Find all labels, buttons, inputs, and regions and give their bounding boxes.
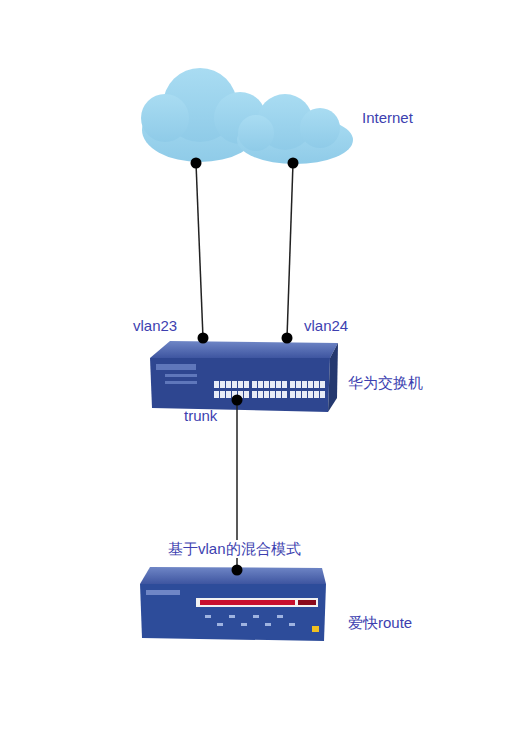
port <box>308 391 313 398</box>
port <box>270 391 275 398</box>
port <box>320 381 325 388</box>
port <box>264 391 269 398</box>
switch-node: 华为交换机 <box>146 338 429 400</box>
led <box>277 615 283 618</box>
led <box>253 615 259 618</box>
port <box>308 381 313 388</box>
router-device <box>140 567 326 641</box>
device-label: Internet <box>362 109 413 127</box>
port <box>232 381 237 388</box>
port <box>282 381 287 388</box>
port <box>320 391 325 398</box>
cloud-shape <box>141 68 353 164</box>
link-label: trunk <box>182 407 219 425</box>
led <box>241 623 247 626</box>
led <box>217 623 223 626</box>
port <box>220 391 225 398</box>
port <box>282 391 287 398</box>
port <box>314 381 319 388</box>
link-label: vlan23 <box>131 317 179 335</box>
port <box>244 391 249 398</box>
led <box>205 615 211 618</box>
led <box>289 623 295 626</box>
port <box>252 391 257 398</box>
cloud-node: Internet <box>135 60 419 163</box>
port <box>296 381 301 388</box>
port <box>314 391 319 398</box>
port <box>226 381 231 388</box>
led <box>265 623 271 626</box>
port <box>264 381 269 388</box>
device-label: 爱快route <box>348 614 412 632</box>
port-dot <box>232 565 243 576</box>
led <box>229 615 235 618</box>
port <box>290 381 295 388</box>
port-dot <box>282 333 293 344</box>
port <box>238 381 243 388</box>
port <box>270 381 275 388</box>
port <box>290 391 295 398</box>
port <box>244 381 249 388</box>
port <box>226 391 231 398</box>
device-label: 华为交换机 <box>348 374 423 392</box>
port <box>276 381 281 388</box>
port <box>258 381 263 388</box>
port-dot <box>191 158 202 169</box>
port <box>258 391 263 398</box>
port <box>302 381 307 388</box>
port <box>276 391 281 398</box>
router-node: 爱快route <box>136 570 418 642</box>
link-label: vlan24 <box>302 317 350 335</box>
port-dot <box>198 333 209 344</box>
switch-device <box>150 341 338 412</box>
port-dot <box>288 158 299 169</box>
cable-line <box>196 163 203 338</box>
port <box>302 391 307 398</box>
mode-note: 基于vlan的混合模式 <box>166 540 303 558</box>
port <box>296 391 301 398</box>
port <box>214 381 219 388</box>
port <box>220 381 225 388</box>
port-dot <box>232 395 243 406</box>
cable-line <box>287 163 293 338</box>
port <box>214 391 219 398</box>
port <box>252 381 257 388</box>
